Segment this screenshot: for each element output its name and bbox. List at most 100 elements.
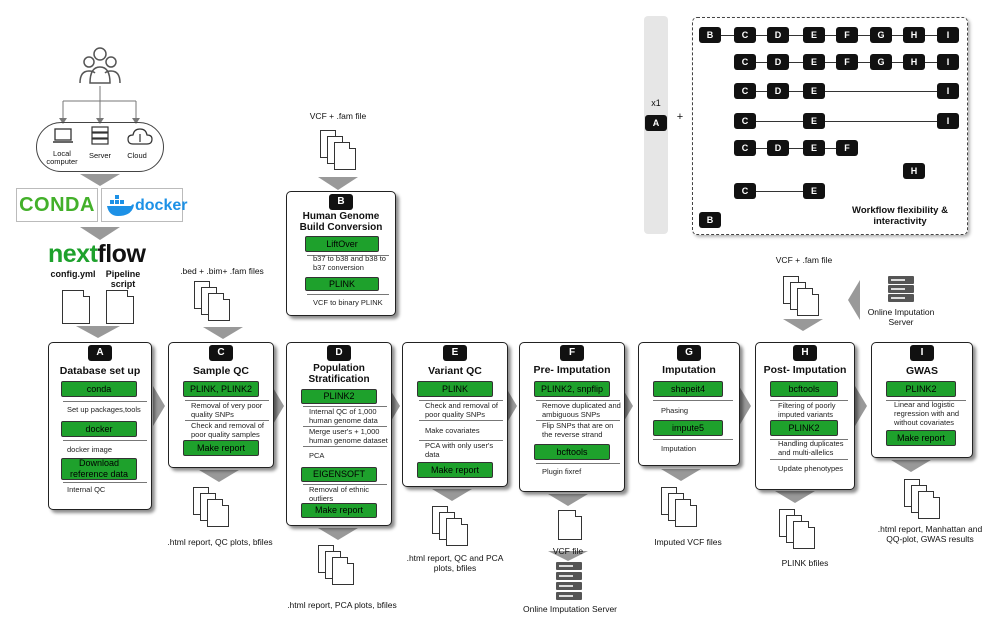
flex-node-e: E bbox=[803, 113, 825, 129]
impute5-button[interactable]: impute5 bbox=[653, 420, 723, 436]
make-report-button-e[interactable]: Make report bbox=[417, 462, 493, 478]
card-d-population-stratification: D Population Stratification PLINK2 Inter… bbox=[286, 342, 392, 526]
card-f-desc-1: Remove duplicated and ambiguous SNPs bbox=[542, 401, 621, 419]
flex-node-f: F bbox=[836, 27, 858, 43]
output-file-icon-f bbox=[558, 509, 583, 540]
flex-node-c: C bbox=[734, 54, 756, 70]
card-b-build-conversion: B Human Genome Build Conversion LiftOver… bbox=[286, 191, 396, 316]
card-e-desc-1: Check and removal of poor quality SNPs bbox=[425, 401, 498, 419]
docker-button[interactable]: docker bbox=[61, 421, 137, 437]
flex-node-e: E bbox=[803, 140, 825, 156]
vcf-file-icon-h3 bbox=[797, 287, 820, 316]
online-server-label-top: Online Imputation Server bbox=[867, 307, 935, 327]
card-e-variant-qc: E Variant QC PLINK Check and removal of … bbox=[402, 342, 508, 487]
plink2-button-i[interactable]: PLINK2 bbox=[886, 381, 956, 397]
output-label-g: Imputed VCF files bbox=[654, 537, 722, 547]
card-g-desc-1: Phasing bbox=[661, 406, 689, 415]
output-label-d: .html report, PCA plots, bfiles bbox=[287, 600, 397, 610]
local-computer-label: Local computer bbox=[46, 149, 78, 166]
card-c-tag: C bbox=[209, 345, 233, 361]
flex-node-g: G bbox=[870, 27, 892, 43]
output-label-i: .html report, Manhattan and QQ-plot, GWA… bbox=[877, 524, 983, 544]
online-server-icon-f1 bbox=[556, 562, 582, 570]
conda-logo: CONDA bbox=[16, 188, 98, 222]
cloud-icon bbox=[127, 128, 153, 145]
card-b-desc-1: b37 to b38 and b38 to b37 conversion bbox=[313, 254, 386, 272]
plink-button-e[interactable]: PLINK bbox=[417, 381, 493, 397]
flex-node-h: H bbox=[903, 27, 925, 43]
flex-node-c: C bbox=[734, 183, 756, 199]
liftover-button[interactable]: LiftOver bbox=[305, 236, 379, 252]
card-h-post-imputation: H Post- Imputation bcftools Filtering of… bbox=[755, 342, 855, 490]
flex-node-i: I bbox=[937, 83, 959, 99]
pipeline-label: Pipeline script bbox=[105, 269, 141, 289]
make-report-button-d[interactable]: Make report bbox=[301, 503, 377, 518]
card-d-desc-2: Merge user's + 1,000 human genome datase… bbox=[309, 427, 388, 445]
online-server-icon-top3 bbox=[888, 294, 914, 302]
card-h-desc-3: Update phenotypes bbox=[778, 464, 844, 473]
flex-node-e: E bbox=[803, 54, 825, 70]
card-f-desc-2: Flip SNPs that are on the reverse strand bbox=[542, 421, 614, 439]
card-f-title: Pre- Imputation bbox=[533, 364, 611, 376]
plink2-snpflip-button[interactable]: PLINK2, snpflip bbox=[534, 381, 610, 397]
server-label: Server bbox=[88, 151, 112, 160]
output-file-icon-g3 bbox=[675, 498, 698, 527]
conda-button[interactable]: conda bbox=[61, 381, 137, 397]
flex-node-b-bottom: B bbox=[699, 212, 721, 228]
output-file-icon-d3 bbox=[332, 556, 355, 585]
card-a-desc-2: docker image bbox=[67, 445, 113, 454]
bed-input-label: .bed + .bim+ .fam files bbox=[180, 266, 264, 276]
vcf-file-icon-b3 bbox=[334, 141, 357, 170]
flex-node-c: C bbox=[734, 27, 756, 43]
online-server-icon-top2 bbox=[888, 285, 914, 293]
card-d-desc-1: Internal QC of 1,000 human genome data bbox=[309, 407, 378, 425]
bcftools-button-h[interactable]: bcftools bbox=[770, 381, 838, 397]
pipeline-file-icon bbox=[106, 289, 135, 324]
make-report-button-i[interactable]: Make report bbox=[886, 430, 956, 446]
online-server-icon-top1 bbox=[888, 276, 914, 284]
card-c-title: Sample QC bbox=[192, 365, 250, 377]
output-file-icon-i3 bbox=[918, 490, 941, 519]
card-a-title: Database set up bbox=[59, 365, 141, 377]
card-g-imputation: G Imputation shapeit4 Phasing impute5 Im… bbox=[638, 342, 740, 466]
card-a-desc-1: Set up packages,tools bbox=[67, 405, 141, 414]
cloud-label: Cloud bbox=[127, 151, 147, 160]
plink-plink2-button-c[interactable]: PLINK, PLINK2 bbox=[183, 381, 259, 397]
output-label-h: PLINK bfiles bbox=[781, 558, 829, 568]
flex-node-d: D bbox=[767, 27, 789, 43]
users-icon bbox=[79, 47, 121, 84]
eigensoft-button[interactable]: EIGENSOFT bbox=[301, 467, 377, 482]
plink2-button-h[interactable]: PLINK2 bbox=[770, 420, 838, 436]
flex-node-e: E bbox=[803, 27, 825, 43]
flex-node-e: E bbox=[803, 183, 825, 199]
shapeit4-button[interactable]: shapeit4 bbox=[653, 381, 723, 397]
make-report-button-c[interactable]: Make report bbox=[183, 440, 259, 456]
flex-node-h: H bbox=[903, 54, 925, 70]
online-server-icon-f2 bbox=[556, 572, 582, 580]
online-server-icon-f3 bbox=[556, 582, 582, 590]
docker-whale-icon bbox=[107, 195, 134, 216]
card-d-desc-3: PCA bbox=[309, 451, 325, 460]
plink-button-b[interactable]: PLINK bbox=[305, 277, 379, 291]
output-label-e: .html report, QC and PCA plots, bfiles bbox=[406, 553, 504, 573]
bcftools-button-f[interactable]: bcftools bbox=[534, 444, 610, 460]
flex-node-d: D bbox=[767, 140, 789, 156]
flex-node-f: F bbox=[836, 140, 858, 156]
flex-node-c: C bbox=[734, 140, 756, 156]
card-i-desc-1: Linear and logistic regression with and … bbox=[894, 400, 960, 427]
docker-logo: docker bbox=[101, 188, 187, 222]
vcf-input-label-b: VCF + .fam file bbox=[309, 111, 367, 121]
card-e-desc-2: Make covariates bbox=[425, 426, 480, 435]
output-label-c: .html report, QC plots, bfiles bbox=[167, 537, 273, 547]
output-file-icon-h3 bbox=[793, 520, 816, 549]
card-i-title: GWAS bbox=[905, 365, 939, 377]
card-e-tag: E bbox=[443, 345, 467, 361]
card-d-desc-4: Removal of ethnic outliers bbox=[309, 485, 370, 503]
online-server-label-f: Online Imputation Server bbox=[522, 604, 618, 614]
card-h-tag: H bbox=[793, 345, 817, 361]
output-label-f: VCF file bbox=[552, 546, 584, 556]
nextflow-logo: nextflow bbox=[48, 240, 146, 268]
download-reference-button[interactable]: Download reference data bbox=[61, 458, 137, 480]
plink2-button-d[interactable]: PLINK2 bbox=[301, 389, 377, 404]
flex-node-b: B bbox=[699, 27, 721, 43]
